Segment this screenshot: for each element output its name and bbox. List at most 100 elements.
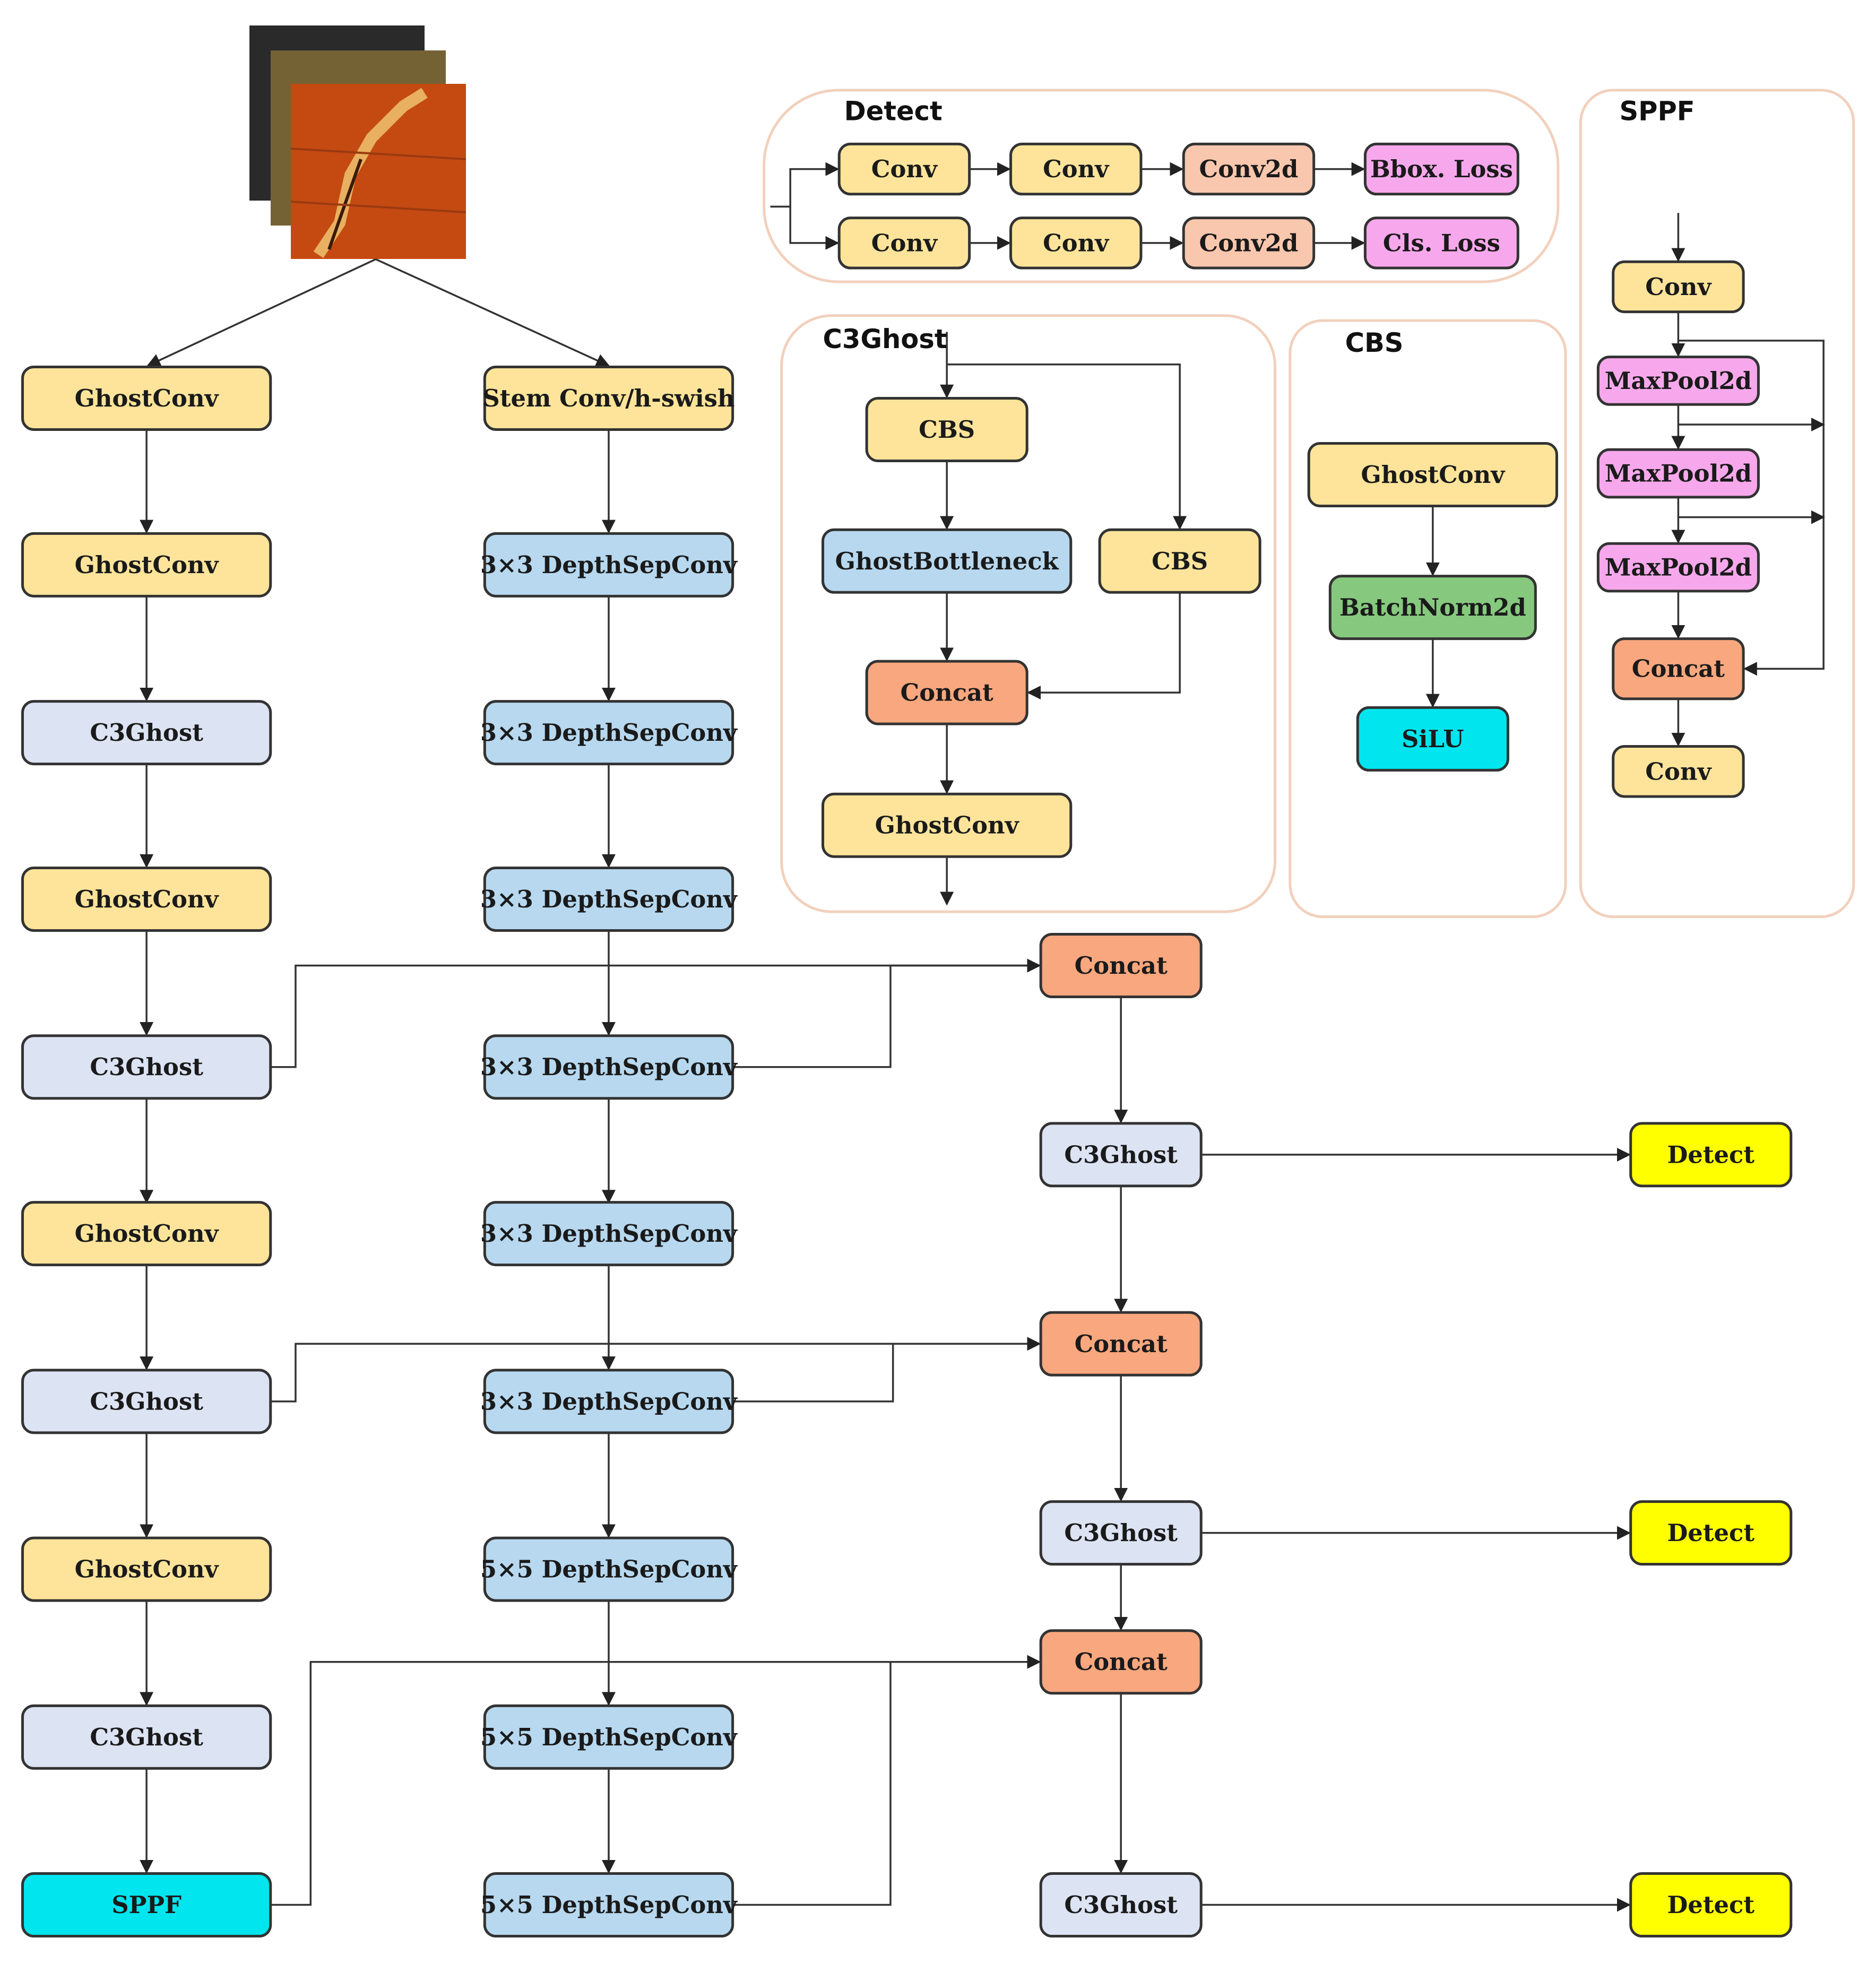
node-box (822, 792, 1073, 858)
node-m5: 3×3 DepthSepConv (480, 1034, 738, 1100)
node-label: GhostConv (1361, 461, 1506, 489)
node-b10: SPPF (21, 1872, 272, 1938)
node-n6: C3Ghost (1039, 1872, 1203, 1938)
node-label: C3Ghost (1064, 1891, 1178, 1919)
node-g5: GhostConv (822, 792, 1073, 858)
connector-arrow (375, 258, 610, 367)
node-label: Conv2d (1199, 155, 1299, 183)
node-m9: 5×5 DepthSepConv (480, 1704, 738, 1770)
node-box (1039, 1872, 1203, 1938)
node-b6: GhostConv (21, 1201, 272, 1267)
node-label: 3×3 DepthSepConv (480, 551, 738, 579)
node-label: GhostConv (75, 1555, 220, 1584)
node-m3: 3×3 DepthSepConv (480, 700, 738, 766)
node-label: GhostConv (875, 811, 1020, 840)
node-label: GhostConv (75, 384, 220, 412)
node-n1: Concat (1039, 933, 1203, 999)
node-box (21, 1034, 272, 1100)
node-label: 3×3 DepthSepConv (480, 1053, 738, 1081)
node-label: GhostConv (75, 551, 220, 579)
node-box (837, 217, 971, 270)
node-box (1363, 217, 1519, 270)
node-box (1307, 442, 1558, 507)
node-b2: GhostConv (21, 532, 272, 598)
cbs-group-container (1289, 319, 1567, 919)
node-box (1629, 1872, 1793, 1938)
node-s6: Conv (1612, 745, 1745, 798)
node-label: C3Ghost (90, 1053, 203, 1081)
node-c1: GhostConv (1307, 442, 1558, 507)
node-b5: C3Ghost (21, 1034, 272, 1100)
node-box (1612, 637, 1745, 700)
cbs-group-title: CBS (1345, 327, 1404, 358)
node-box (21, 700, 272, 766)
input-image-color (291, 84, 466, 259)
c3ghost-group-title: C3Ghost (823, 324, 947, 354)
node-box (1098, 528, 1261, 594)
node-box (1328, 575, 1537, 641)
node-dc1: Conv (837, 142, 971, 196)
node-label: 5×5 DepthSepConv (480, 1555, 738, 1584)
node-n4: C3Ghost (1039, 1500, 1203, 1566)
connector-arrow (732, 1655, 1041, 1906)
node-dc6: Conv (1009, 217, 1143, 270)
node-label: GhostConv (75, 885, 220, 913)
node-label: Concat (1075, 951, 1168, 980)
node-box (1363, 142, 1519, 196)
node-label: GhostBottleneck (835, 547, 1059, 575)
detect-group-container (763, 89, 1560, 283)
node-dc2: Conv (1009, 142, 1143, 196)
node-box (21, 365, 272, 431)
node-box (483, 1034, 734, 1100)
node-label: Conv2d (1199, 229, 1299, 257)
node-c2: BatchNorm2d (1328, 575, 1537, 641)
node-label: Concat (1075, 1648, 1168, 1676)
node-box (1039, 1629, 1203, 1695)
node-label: Bbox. Loss (1370, 155, 1513, 183)
node-m1: Stem Conv/h-swish (482, 365, 735, 431)
node-box (21, 1369, 272, 1434)
connector-arrow (146, 258, 376, 367)
node-box (21, 1201, 272, 1267)
c3ghost-group-container (780, 314, 1276, 913)
node-box (21, 1704, 272, 1770)
connector-arrow (732, 1337, 1041, 1403)
node-box (1009, 142, 1143, 196)
node-label: MaxPool2d (1605, 367, 1752, 395)
node-label: MaxPool2d (1605, 460, 1752, 488)
node-box (483, 866, 734, 932)
node-box (1039, 1500, 1203, 1566)
node-box (822, 528, 1073, 594)
node-label: SPPF (111, 1891, 181, 1919)
node-box (21, 1872, 272, 1938)
node-box (837, 142, 971, 196)
node-box (21, 532, 272, 598)
node-label: Conv (871, 229, 938, 257)
node-dc7: Conv2d (1182, 217, 1316, 270)
node-d2: Detect (1629, 1500, 1793, 1566)
node-box (1612, 745, 1745, 798)
node-box (21, 1536, 272, 1602)
node-box (1596, 448, 1760, 499)
node-m7: 3×3 DepthSepConv (480, 1369, 738, 1434)
node-box (483, 532, 734, 598)
node-g4: Concat (865, 660, 1028, 725)
sppf-group-container (1579, 89, 1855, 919)
node-label: 3×3 DepthSepConv (480, 1387, 738, 1415)
connector-arrow (947, 364, 1187, 530)
node-label: MaxPool2d (1605, 553, 1752, 582)
node-box (865, 660, 1028, 725)
node-n2: C3Ghost (1039, 1122, 1203, 1188)
node-b1: GhostConv (21, 365, 272, 431)
node-box (483, 365, 734, 431)
node-dc5: Conv (837, 217, 971, 270)
node-n5: Concat (1039, 1629, 1203, 1695)
node-label: GhostConv (75, 1219, 220, 1248)
node-box (21, 866, 272, 932)
node-box (483, 700, 734, 766)
node-m8: 5×5 DepthSepConv (480, 1536, 738, 1602)
node-box (1039, 1311, 1203, 1377)
node-box (1629, 1500, 1793, 1566)
node-s3: MaxPool2d (1596, 448, 1760, 499)
